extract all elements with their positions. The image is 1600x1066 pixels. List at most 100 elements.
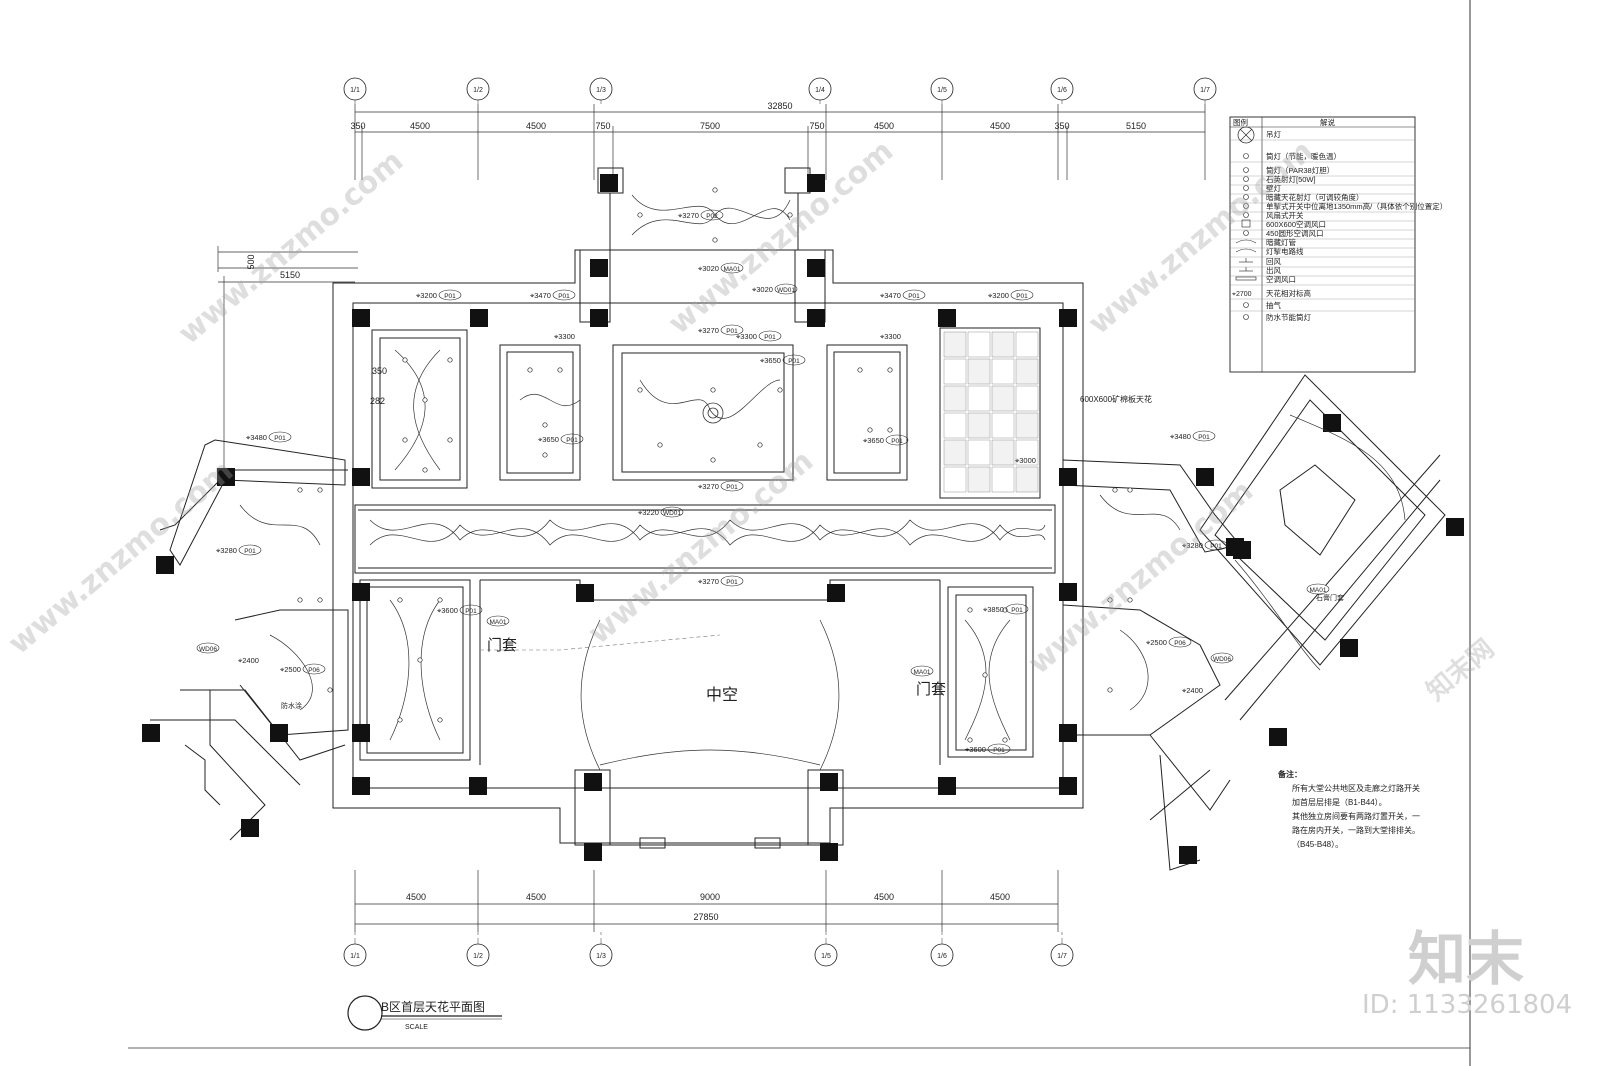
downlight bbox=[967, 607, 973, 613]
legend-header-desc: 解说 bbox=[1320, 117, 1336, 127]
ceiling-height-tag: ⌖3280 P01 bbox=[216, 544, 262, 556]
return-air-icon bbox=[1239, 258, 1253, 263]
legend-height-sample: ⌖2700 bbox=[1232, 291, 1252, 298]
ceiling-height-value: ⌖3480 bbox=[1170, 432, 1191, 441]
ceiling-material-code: P01 bbox=[274, 435, 286, 442]
ceiling-panel-tile bbox=[943, 439, 967, 466]
dim-bottom-segment: 9000 bbox=[700, 892, 720, 902]
downlight bbox=[402, 437, 408, 443]
legend-row-text: 防水节能筒灯 bbox=[1266, 312, 1311, 322]
dim-top-segment: 4500 bbox=[874, 121, 894, 131]
dim-top-segment: 4500 bbox=[526, 121, 546, 131]
supply-air-icon bbox=[1239, 267, 1253, 272]
legend-row: 出风 bbox=[1230, 265, 1415, 277]
bottom-dimension-chain bbox=[354, 870, 1059, 932]
legend-row: 筒灯（节能，暖色温） bbox=[1230, 151, 1415, 163]
downlight bbox=[527, 367, 533, 373]
central-pendant bbox=[702, 402, 724, 424]
legend-row: 石英射灯[50W] bbox=[1230, 174, 1415, 186]
legend-row-text: 筒灯（PAR38灯胆） bbox=[1266, 165, 1334, 175]
downlight bbox=[422, 397, 428, 403]
spot-lamp-icon bbox=[1243, 153, 1249, 159]
ceiling-panel-tile bbox=[1015, 331, 1039, 358]
grid-axis-label: 1/6 bbox=[937, 953, 947, 960]
ceiling-height-value: ⌖3480 bbox=[246, 433, 267, 442]
ceiling-panel-tile bbox=[1015, 358, 1039, 385]
downlight bbox=[402, 357, 408, 363]
legend-row: 吊灯 bbox=[1230, 126, 1415, 144]
right-room-label: 石膏门套 bbox=[1316, 593, 1344, 602]
ceiling-panel-tile bbox=[991, 358, 1015, 385]
downlight bbox=[712, 237, 718, 243]
ceiling-panel-tile bbox=[967, 358, 991, 385]
ceiling-height-icon: ⌖2700 bbox=[1232, 291, 1252, 298]
column bbox=[1446, 518, 1464, 536]
legend-row: 抽气 bbox=[1230, 300, 1415, 312]
column bbox=[1059, 583, 1077, 601]
grid-axis-label: 1/3 bbox=[596, 953, 606, 960]
notes-line: （B45-B48）。 bbox=[1292, 840, 1343, 849]
column bbox=[1269, 728, 1287, 746]
dim-top-segment: 7500 bbox=[700, 121, 720, 131]
ceiling-height-value: ⌖2500 bbox=[280, 665, 301, 674]
grid-axis-bubble: 1/2 bbox=[466, 77, 490, 104]
dim-top-segment: 350 bbox=[1054, 121, 1069, 131]
ceiling-material-code: P06 bbox=[1174, 640, 1186, 647]
material-tag-label: WD06 bbox=[1213, 656, 1231, 663]
downlight bbox=[1107, 597, 1113, 603]
building-outline bbox=[150, 167, 1446, 871]
dim-bottom-segment: 4500 bbox=[874, 892, 894, 902]
ceiling-height-value: ⌖3280 bbox=[216, 546, 237, 555]
downlight bbox=[437, 597, 443, 603]
ceiling-panel-tile bbox=[943, 385, 967, 412]
dim-bottom-segment: 4500 bbox=[526, 892, 546, 902]
downlight bbox=[317, 487, 323, 493]
legend-row-text: 筒灯（节能，暖色温） bbox=[1266, 151, 1341, 161]
ceiling-material-code: P01 bbox=[558, 293, 570, 300]
downlight bbox=[542, 452, 548, 458]
grid-axis-label: 1/1 bbox=[350, 953, 360, 960]
downlight bbox=[447, 357, 453, 363]
legend-row-text: 抽气 bbox=[1266, 300, 1282, 310]
grid-axis-bubble: 1/5 bbox=[930, 77, 954, 104]
title-scale: SCALE bbox=[405, 1024, 428, 1031]
column bbox=[938, 309, 956, 327]
ceiling-height-value: ⌖3270 bbox=[698, 577, 719, 586]
ceiling-height-value: ⌖3020 bbox=[698, 264, 719, 273]
material-tag-label: MA01 bbox=[490, 619, 507, 626]
ceiling-height-value: ⌖3850 bbox=[983, 605, 1004, 614]
downlight bbox=[1002, 737, 1008, 743]
ceiling-material-code: P01 bbox=[764, 334, 776, 341]
column bbox=[938, 777, 956, 795]
ceiling-material-code: P01 bbox=[244, 548, 256, 555]
ceiling-panel-label: 600X600矿棉板天花 bbox=[1080, 394, 1152, 404]
column bbox=[1340, 639, 1358, 657]
downlight bbox=[397, 717, 403, 723]
ceiling-material-code: P01 bbox=[465, 608, 477, 615]
ceiling-material-code: P06 bbox=[308, 667, 320, 674]
legend-row: 空调风口 bbox=[1230, 274, 1415, 286]
waterproof-label: 防水涂 bbox=[281, 701, 302, 710]
ceiling-panel-tile bbox=[991, 385, 1015, 412]
legend-row: 暗藏灯管 bbox=[1230, 237, 1415, 249]
legend-row: 450圆形空调风口 bbox=[1230, 228, 1415, 240]
ceiling-panel-tile bbox=[943, 466, 967, 493]
column bbox=[590, 259, 608, 277]
ceiling-material-code: P01 bbox=[993, 747, 1005, 754]
downlight bbox=[1127, 487, 1133, 493]
ceiling-panel-tile bbox=[991, 466, 1015, 493]
grid-axis-bubble: 1/6 bbox=[1050, 77, 1074, 104]
legend-row: 暗藏天花射灯（可调较角度） bbox=[1230, 192, 1415, 204]
downlight bbox=[422, 467, 428, 473]
